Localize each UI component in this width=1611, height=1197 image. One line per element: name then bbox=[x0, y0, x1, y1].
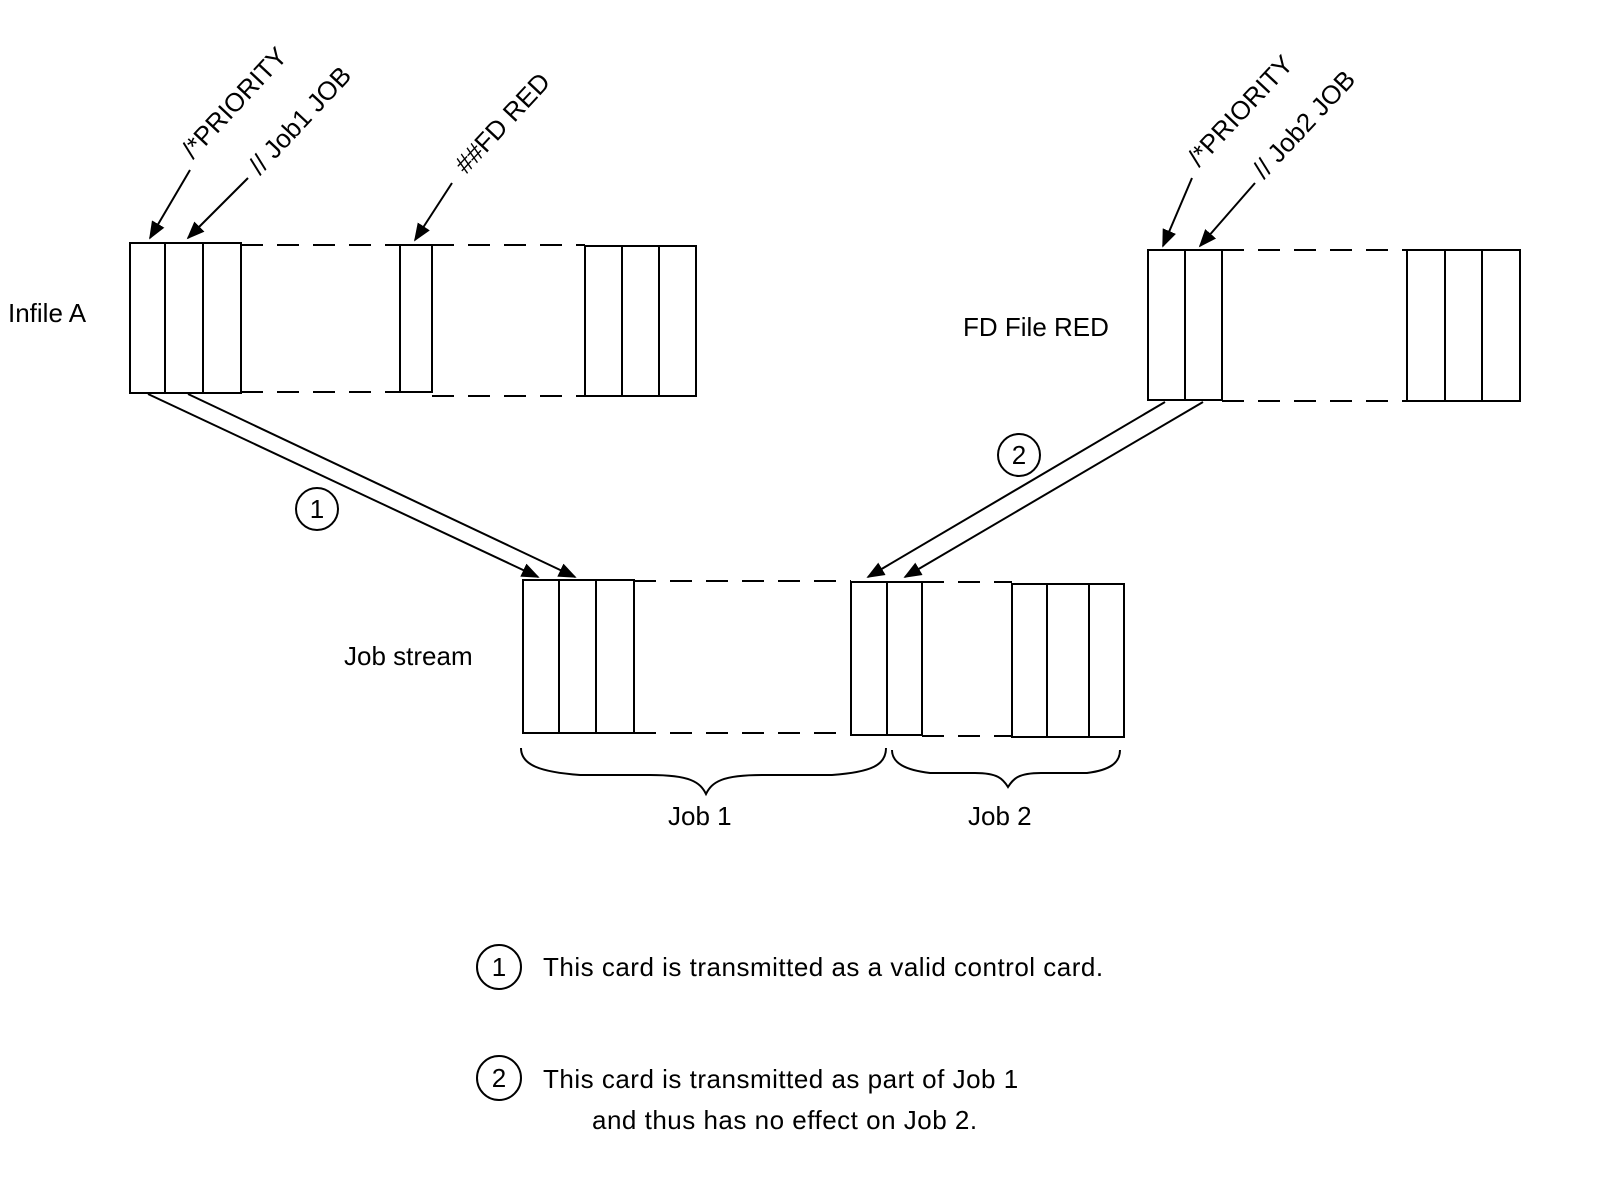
card bbox=[1444, 249, 1483, 402]
note-1: 1 This card is transmitted as a valid co… bbox=[476, 944, 1104, 990]
transfer-arrow-job1 bbox=[187, 393, 577, 578]
note-2-text-line1: This card is transmitted as part of Job … bbox=[543, 1064, 1019, 1094]
transfer-arrow-priority-a bbox=[147, 393, 540, 578]
transfer-arrow-job2 bbox=[903, 401, 1204, 578]
card-job1 bbox=[164, 242, 204, 394]
fd-file-red-deck bbox=[1147, 249, 1521, 402]
card-priority-a bbox=[129, 242, 166, 394]
card-priority-b-in-stream bbox=[850, 581, 888, 736]
note-2: 2 This card is transmitted as part of Jo… bbox=[476, 1055, 1019, 1135]
note-1-marker bbox=[476, 944, 522, 990]
card bbox=[621, 245, 660, 397]
card bbox=[202, 242, 242, 394]
job1-brace bbox=[520, 747, 887, 797]
transfer-arrow-priority-b bbox=[866, 401, 1166, 578]
job2-brace bbox=[891, 749, 1121, 789]
card bbox=[584, 245, 623, 397]
card bbox=[1011, 583, 1048, 738]
note-1-text: This card is transmitted as a valid cont… bbox=[543, 952, 1104, 982]
card-priority-b bbox=[1147, 249, 1186, 401]
fd-file-red-label: FD File RED bbox=[963, 312, 1109, 342]
infile-a-label: Infile A bbox=[8, 298, 87, 328]
card-job2-in-stream bbox=[886, 581, 923, 736]
job-stream-label: Job stream bbox=[344, 641, 473, 671]
svg-text:2: 2 bbox=[492, 1063, 506, 1093]
card bbox=[658, 245, 697, 397]
svg-text:1: 1 bbox=[310, 494, 324, 524]
card bbox=[1481, 249, 1521, 402]
infile-a-deck bbox=[129, 242, 697, 397]
card bbox=[522, 579, 560, 734]
card-job2 bbox=[1184, 249, 1223, 401]
card bbox=[1088, 583, 1125, 738]
job-stream-deck bbox=[522, 579, 1125, 738]
card bbox=[1406, 249, 1446, 402]
card-fd-red bbox=[399, 244, 433, 393]
svg-text:2: 2 bbox=[1012, 440, 1026, 470]
marker-1-on-arrow: 1 bbox=[295, 487, 339, 531]
note-2-marker bbox=[476, 1055, 522, 1101]
card bbox=[558, 579, 597, 734]
job1-label: Job 1 bbox=[668, 801, 732, 831]
svg-text:1: 1 bbox=[492, 952, 506, 982]
job2-label: Job 2 bbox=[968, 801, 1032, 831]
note-2-text-line2: and thus has no effect on Job 2. bbox=[592, 1105, 978, 1135]
marker-2-on-arrow: 2 bbox=[997, 433, 1041, 477]
card bbox=[1046, 583, 1090, 738]
pointer-fd-red: ##FD RED bbox=[448, 67, 556, 179]
card bbox=[595, 579, 635, 734]
